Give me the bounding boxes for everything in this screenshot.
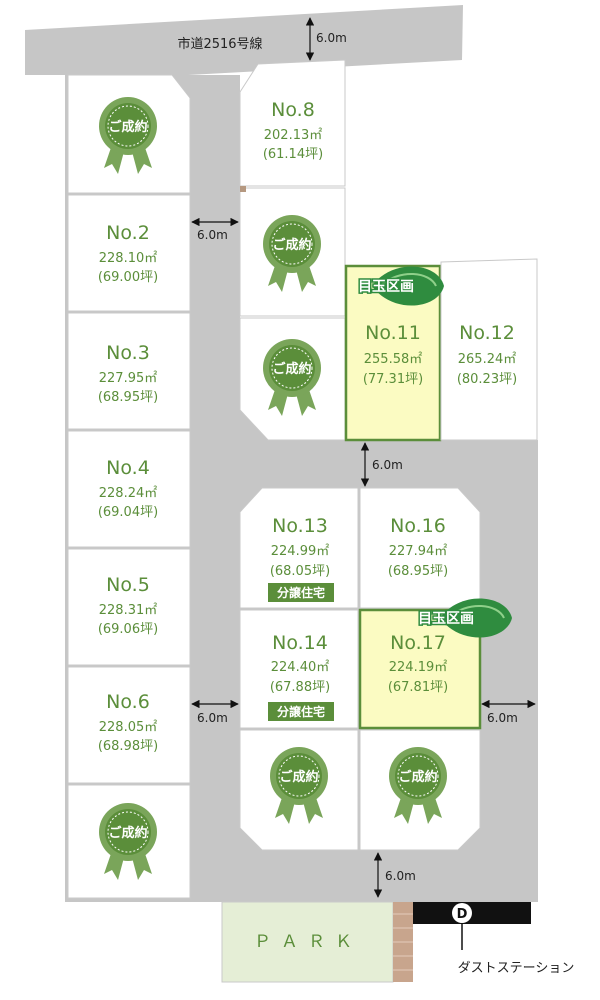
lot-number: No.13 [272,515,328,537]
lot-area: 228.24㎡ [99,486,158,501]
sold-badge-lot-9: ご成約 [262,214,322,293]
lot-4[interactable] [67,430,191,548]
sold-label: ご成約 [279,769,318,785]
road-width-label: 6.0m [487,711,518,725]
lot-area: 224.40㎡ [271,660,330,675]
lot-area: 228.10㎡ [99,251,158,266]
lot-number: No.8 [271,99,315,121]
lot-16[interactable] [359,487,481,609]
sold-badge-lot-15: ご成約 [269,746,329,825]
sold-label: ご成約 [398,769,437,785]
lot-label-4: No.4 228.24㎡ (69.04坪) [98,457,158,520]
featured-label: 目玉区画 [358,279,414,295]
lot-area: 227.94㎡ [389,544,448,559]
lot-12[interactable] [440,258,538,441]
lot-tsubo: (69.06坪) [98,622,158,637]
boundary-marker [240,186,246,192]
lot-number: No.16 [390,515,446,537]
lot-area: 228.05㎡ [99,720,158,735]
featured-tag-lot-11: 目玉区画 [357,265,445,307]
lot-number: No.12 [459,322,515,344]
lot-number: No.11 [365,322,421,344]
dust-station-marker [452,903,472,923]
lot-number: No.4 [106,457,150,479]
dust-station: D ダストステーション [413,902,574,976]
lot-tsubo: (77.31坪) [363,372,423,387]
lot-label-16: No.16 227.94㎡ (68.95坪) [388,515,448,579]
lot-number: No.6 [106,691,150,713]
sold-badge-lot-18: ご成約 [388,746,448,825]
lot-5[interactable] [67,548,191,666]
road-width-label: 6.0m [372,458,403,472]
sold-label: ご成約 [272,237,311,253]
lot-2[interactable] [67,194,191,312]
featured-tag-lot-17: 目玉区画 [417,597,513,639]
lot-label-11: No.11 255.58㎡ (77.31坪) [363,322,423,387]
builder-tag-lot-14: 分譲住宅 [268,702,334,721]
sold-badge-lot-1: ご成約 [98,96,158,175]
sold-label: ご成約 [108,825,147,841]
lot-label-14: No.14 224.40㎡ (67.88坪) [270,632,330,695]
lot-label-2: No.2 228.10㎡ (69.00坪) [98,222,158,285]
lot-13[interactable] [239,487,359,609]
lot-label-8: No.8 202.13㎡ (61.14坪) [263,99,323,162]
lot-area: 227.95㎡ [99,371,158,386]
lot-tsubo: (80.23坪) [457,372,517,387]
lot-area: 224.19㎡ [389,660,448,675]
lot-tsubo: (67.81坪) [388,680,448,695]
walkway [393,902,413,982]
lot-area: 265.24㎡ [458,352,517,367]
lot-label-6: No.6 228.05㎡ (68.98坪) [98,691,158,754]
lot-area: 228.31㎡ [99,603,158,618]
sold-badge-lot-10: ご成約 [262,338,322,417]
lot-number: No.17 [390,632,446,654]
lot-tsubo: (69.04坪) [98,505,158,520]
lot-6[interactable] [67,666,191,784]
lot-number: No.14 [272,632,328,654]
road-width-label: 6.0m [316,31,347,45]
road-width-label: 6.0m [197,711,228,725]
builder-tag-lot-13: 分譲住宅 [268,583,334,602]
lot-tsubo: (68.98坪) [98,739,158,754]
lot-number: No.5 [106,574,150,596]
park: ＰＡＲＫ [221,901,394,983]
dust-station-label: ダストステーション [458,961,575,976]
lot-tsubo: (68.05坪) [270,564,330,579]
lot-tsubo: (68.95坪) [98,390,158,405]
lot-number: No.2 [106,222,150,244]
sold-label: ご成約 [272,361,311,377]
lot-label-17: No.17 224.19㎡ (67.81坪) [388,632,448,695]
north-south-road [188,75,240,900]
lot-number: No.3 [106,342,150,364]
sold-label: ご成約 [108,119,147,135]
lot-label-13: No.13 224.99㎡ (68.05坪) [270,515,330,579]
lot-tsubo: (61.14坪) [263,147,323,162]
builder-label: 分譲住宅 [277,585,325,600]
road-width-label: 6.0m [197,228,228,242]
road-name: 市道2516号線 [177,36,262,52]
lot-tsubo: (69.00坪) [98,270,158,285]
lot-area: 202.13㎡ [264,128,323,143]
lot-area: 255.58㎡ [364,352,423,367]
lot-label-5: No.5 228.31㎡ (69.06坪) [98,574,158,637]
featured-label: 目玉区画 [418,611,474,627]
lot-area: 224.99㎡ [271,544,330,559]
lot-3[interactable] [67,312,191,430]
sold-badge-lot-7: ご成約 [98,802,158,881]
builder-label: 分譲住宅 [277,704,325,719]
park-label: ＰＡＲＫ [254,932,362,952]
lot-label-3: No.3 227.95㎡ (68.95坪) [98,342,158,405]
dust-marker-letter: D [457,907,468,922]
lot-8[interactable] [239,59,346,187]
lot-tsubo: (68.95坪) [388,564,448,579]
lot-tsubo: (67.88坪) [270,680,330,695]
lot-label-12: No.12 265.24㎡ (80.23坪) [457,322,517,387]
road-width-label: 6.0m [385,869,416,883]
